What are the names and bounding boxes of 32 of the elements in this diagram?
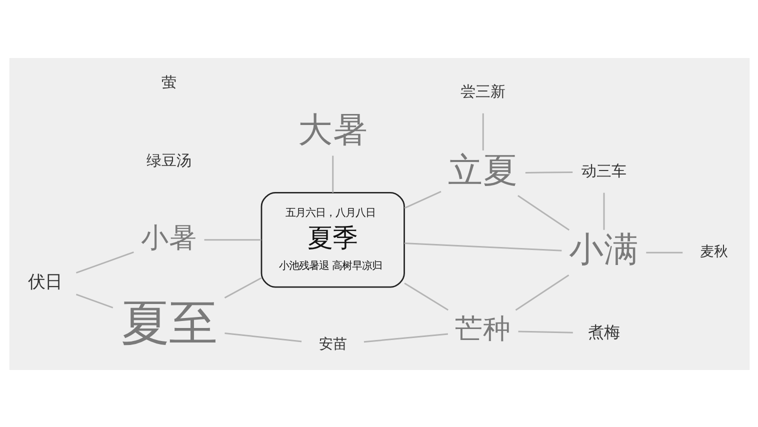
connector bbox=[75, 250, 134, 274]
connector bbox=[404, 282, 448, 310]
connector bbox=[482, 112, 484, 150]
label: 萤 bbox=[160, 72, 176, 91]
connector bbox=[518, 330, 572, 333]
connector bbox=[404, 190, 441, 208]
node-text: 夏至 bbox=[120, 295, 216, 352]
node-text: 小暑 bbox=[140, 220, 196, 254]
node-text: 小满 bbox=[568, 230, 638, 270]
connector bbox=[517, 194, 570, 230]
node-text: 大暑 bbox=[297, 110, 368, 150]
connector bbox=[524, 171, 572, 173]
connector bbox=[646, 251, 682, 253]
node-text: 立夏 bbox=[448, 150, 518, 190]
connector bbox=[332, 155, 334, 192]
connector bbox=[224, 276, 262, 298]
node-text: 煮梅 bbox=[588, 322, 620, 341]
connector bbox=[224, 332, 302, 342]
node-text: 安苗 bbox=[318, 336, 346, 352]
connector bbox=[404, 242, 562, 251]
connector bbox=[363, 332, 448, 342]
node-text: 芒种 bbox=[454, 311, 511, 344]
node-text: 伏日 bbox=[28, 272, 62, 292]
connector bbox=[514, 274, 569, 310]
label: 绿豆汤 bbox=[146, 151, 191, 170]
node-text: 麦秋 bbox=[699, 244, 728, 260]
node-text: 动三车 bbox=[581, 161, 626, 180]
node-text: 尝三新 bbox=[460, 82, 506, 100]
node-box: 五月六日，八月八日 夏季 小池残暑退 高树早凉归 bbox=[260, 192, 404, 288]
connector bbox=[204, 238, 261, 240]
connector bbox=[75, 293, 113, 308]
connector bbox=[602, 192, 604, 230]
